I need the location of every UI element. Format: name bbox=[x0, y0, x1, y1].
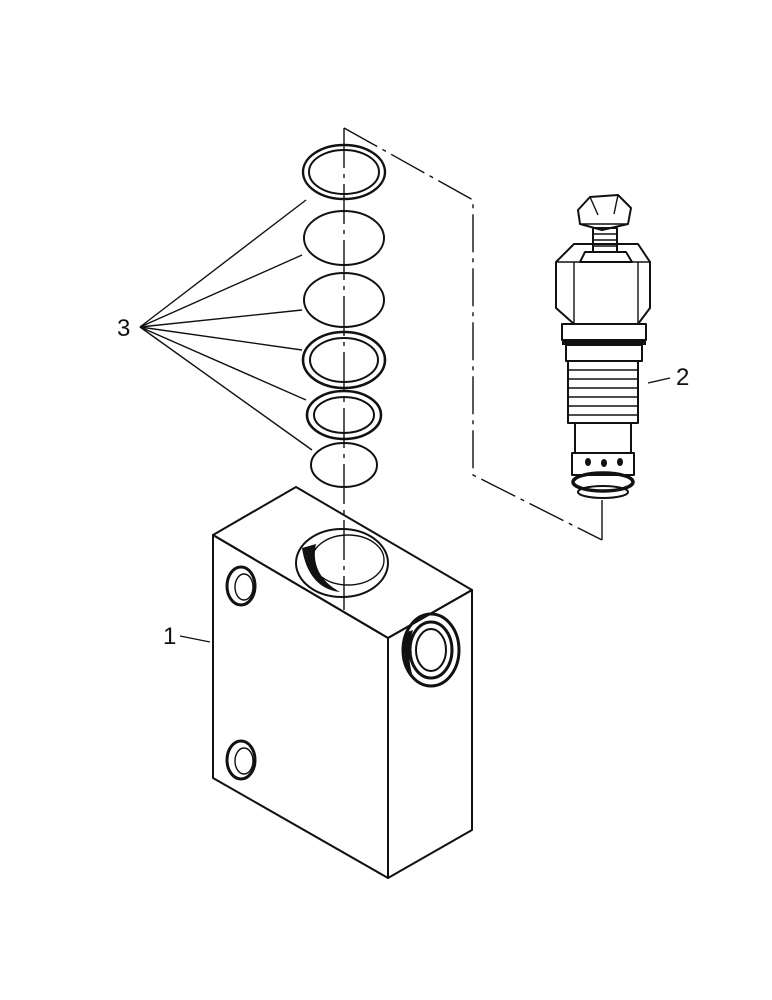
callout-2-label: 2 bbox=[676, 364, 689, 391]
callout-3-label: 3 bbox=[117, 315, 130, 342]
seal-ring bbox=[310, 442, 378, 488]
seal-leader-lines bbox=[139, 199, 313, 451]
top-port bbox=[295, 528, 389, 598]
seal-ring bbox=[301, 143, 387, 201]
mounting-hole bbox=[225, 565, 257, 607]
seal-ring bbox=[303, 210, 385, 266]
callout-1-label: 1 bbox=[163, 623, 176, 650]
valve-block bbox=[179, 486, 473, 879]
seal-ring bbox=[305, 389, 383, 441]
side-port bbox=[401, 612, 461, 688]
mounting-hole bbox=[225, 739, 257, 781]
seal-ring-stack bbox=[301, 143, 387, 488]
seal-ring bbox=[303, 272, 385, 328]
seal-ring bbox=[301, 330, 387, 390]
cartridge-valve bbox=[555, 194, 671, 499]
